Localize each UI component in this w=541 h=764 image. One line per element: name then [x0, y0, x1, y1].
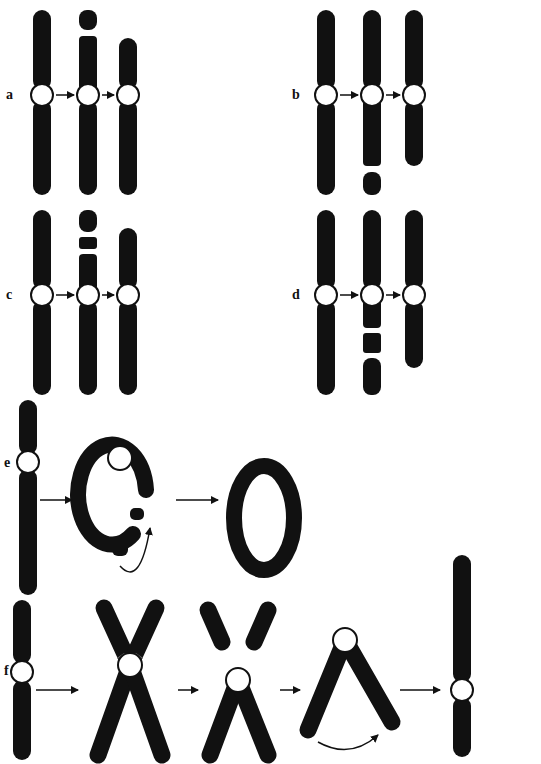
arrow [386, 294, 400, 296]
arrow [102, 294, 114, 296]
arrow [386, 94, 400, 96]
chromosome-arm [363, 358, 381, 395]
chromosome-fragment [363, 333, 381, 353]
panel-letter: d [292, 288, 300, 302]
chromosome-arm [363, 10, 381, 90]
centromere [77, 84, 99, 106]
chromosome-arm [119, 100, 137, 195]
chromosome-arm [317, 210, 335, 290]
chromosome-arm [33, 10, 51, 90]
chromosome-arm [79, 210, 97, 232]
chromosome-fragment [79, 10, 97, 30]
chromosome-arm [13, 680, 31, 760]
chromosome-arm [19, 400, 37, 455]
centromere [117, 84, 139, 106]
centromere [315, 84, 337, 106]
centromere [403, 284, 425, 306]
chromosome-arm [13, 600, 31, 664]
curved-arrow [120, 528, 150, 572]
chromatid-arm [98, 665, 130, 755]
arrow [56, 294, 74, 296]
arrow [400, 689, 440, 691]
centromere [333, 628, 357, 652]
centromere [11, 661, 33, 683]
chromosome-arm [33, 100, 51, 195]
chromosome-arm [119, 38, 137, 90]
arrow [280, 689, 300, 691]
chromatid-fragment [254, 610, 268, 642]
panel-letter: f [4, 664, 9, 678]
arrow [340, 94, 358, 96]
ring-chromosome-open [78, 445, 146, 545]
chromosome-arm [119, 300, 137, 395]
centromere [451, 679, 473, 701]
chromosome-arm [405, 210, 423, 290]
chromosome-arm [317, 100, 335, 195]
chromosome-arm [453, 555, 471, 683]
chromosome-arm [79, 36, 97, 90]
centromere [17, 451, 39, 473]
chromosome-arm [363, 100, 381, 166]
centromere [315, 284, 337, 306]
arrow [178, 689, 198, 691]
chromosome-arm [119, 228, 137, 290]
chromosome-arm [405, 100, 423, 166]
chromatid-arm [308, 640, 345, 730]
centromere [361, 284, 383, 306]
chromatid-arm [130, 665, 162, 755]
panel-letter: c [6, 288, 12, 302]
chromosome-arm [79, 100, 97, 195]
arrow [176, 499, 218, 501]
panel-letter: e [4, 456, 10, 470]
ring-chromosome [234, 466, 294, 570]
chromosome-arm [317, 300, 335, 395]
panel-letter: a [6, 88, 13, 102]
centromere [117, 284, 139, 306]
chromosome-arm [317, 10, 335, 90]
chromosome-fragment [130, 508, 144, 520]
chromatid-fragment [208, 610, 222, 642]
centromere [226, 668, 250, 692]
panel-letter: b [292, 88, 300, 102]
chromosome-fragment [79, 237, 97, 249]
arrow [340, 294, 358, 296]
chromosome-arm [19, 469, 37, 595]
arrow [56, 94, 74, 96]
centromere [108, 446, 132, 470]
chromosome-arm [363, 210, 381, 290]
centromere [361, 84, 383, 106]
chromosome-arm [405, 10, 423, 90]
centromere [403, 84, 425, 106]
chromosome-arm [405, 300, 423, 368]
chromosome-fragment [363, 172, 381, 195]
arrow [40, 499, 72, 501]
arrow [36, 689, 78, 691]
centromere [77, 284, 99, 306]
chromatid-arm [345, 640, 392, 722]
chromosome-arm [33, 210, 51, 290]
curved-arrow [318, 735, 378, 750]
chromosome-arm [33, 300, 51, 395]
chromosome-arm [453, 697, 471, 757]
chromosome-arm [79, 300, 97, 395]
centromere [31, 84, 53, 106]
centromere [118, 653, 142, 677]
arrow [102, 94, 114, 96]
centromere [31, 284, 53, 306]
